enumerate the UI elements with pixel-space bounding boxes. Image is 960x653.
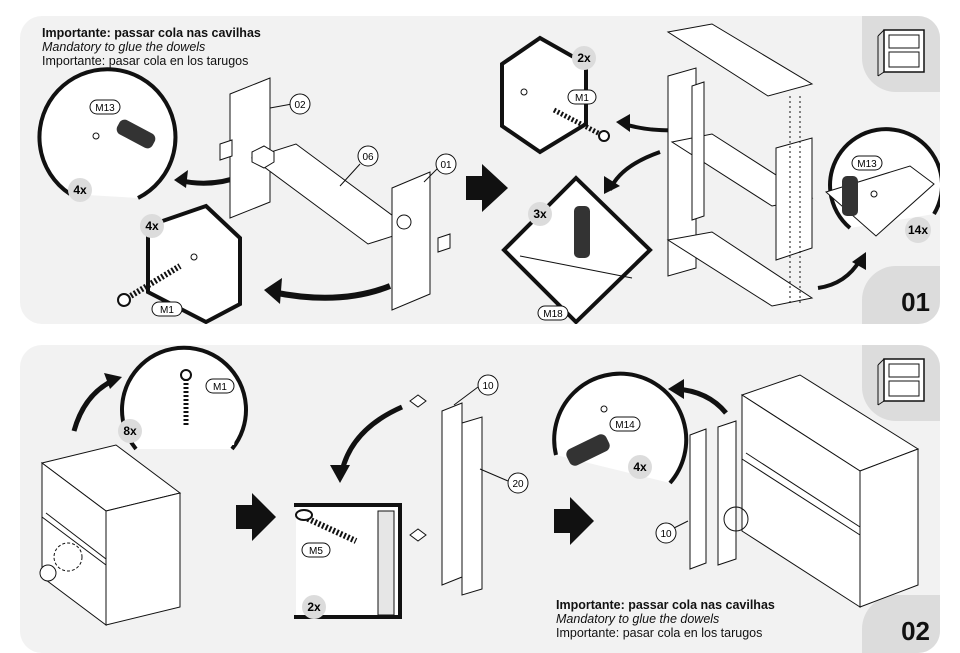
- dowel-icon-2: [574, 206, 590, 258]
- part-label-01: 01: [440, 160, 452, 171]
- dowel-right-code: M13: [857, 159, 877, 170]
- dowel-callout-center: M18 3x: [501, 175, 653, 324]
- cabinet-right-02: 10: [655, 374, 920, 608]
- step-02-diagram: M1 8x M5 2x 10: [39, 345, 920, 626]
- screw-callout-mid-02: M5 2x: [294, 503, 402, 619]
- part-label-10-b: 10: [660, 529, 672, 540]
- dowel-icon-4: [566, 434, 610, 466]
- part-label-10-a: 10: [482, 381, 494, 392]
- overview-thumbnail-corner-2: [862, 345, 940, 421]
- step-number: 01: [901, 287, 930, 317]
- step-number-2: 02: [901, 616, 930, 646]
- step-01-diagram: M13 4x M1 4x: [37, 23, 940, 324]
- note-en-2: Mandatory to glue the dowels: [556, 612, 720, 626]
- dowel-center-code: M18: [543, 309, 563, 320]
- rails-02: 10 20: [409, 374, 529, 596]
- screw-top-02-qty: 8x: [123, 424, 137, 438]
- part-label-02: 02: [294, 100, 306, 111]
- glue-note: Importante: passar cola nas cavilhas Man…: [42, 26, 261, 68]
- step-number-corner-2: 02: [862, 595, 940, 653]
- screw-callout-top-02: M1 8x: [118, 345, 248, 451]
- screw-callout-left: M1 4x: [117, 203, 242, 324]
- dowel-right-qty: 14x: [908, 223, 928, 237]
- note-en: Mandatory to glue the dowels: [42, 40, 206, 54]
- dowel-center-qty: 3x: [533, 207, 547, 221]
- note-es-2: Importante: pasar cola en los tarugos: [556, 626, 763, 640]
- screw-mid-02-code: M5: [309, 546, 323, 557]
- note-pt-2: Importante: passar cola nas cavilhas: [556, 598, 775, 612]
- step-arrow-icon: [466, 164, 508, 212]
- note-pt: Importante: passar cola nas cavilhas: [42, 26, 261, 40]
- dowel-left-code: M13: [95, 103, 115, 114]
- screw-top-code: M1: [575, 93, 589, 104]
- board-assembly-01: 02 06 01: [219, 77, 457, 311]
- part-label-06: 06: [362, 152, 374, 163]
- dowel-callout-02: M14 4x: [552, 371, 689, 485]
- note-es: Importante: pasar cola en los tarugos: [42, 54, 249, 68]
- step-arrow-icon-2: [236, 493, 276, 541]
- cabinet-thumbnail-icon-2: [877, 358, 925, 406]
- dowel-02-qty: 4x: [633, 460, 647, 474]
- cabinet-thumbnail-icon: [877, 29, 925, 77]
- dowel-callout-left: M13 4x: [37, 67, 178, 202]
- screw-left-code: M1: [160, 305, 174, 316]
- dowel-icon: [116, 119, 156, 149]
- step-02-panel: Importante: passar cola nas cavilhas Man…: [20, 345, 940, 653]
- step-01-panel: Importante: passar cola nas cavilhas Man…: [20, 16, 940, 324]
- dowel-left-qty: 4x: [73, 183, 87, 197]
- screw-top-qty: 2x: [577, 51, 591, 65]
- cabinet-left-02: [39, 444, 182, 626]
- dowel-02-code: M14: [615, 420, 635, 431]
- dowel-callout-right: M13 14x: [825, 127, 940, 243]
- screw-icon: [122, 263, 182, 303]
- step-number-corner: 01: [862, 266, 940, 324]
- screw-mid-02-qty: 2x: [307, 600, 321, 614]
- overview-thumbnail-corner: [862, 16, 940, 92]
- screw-callout-top: M1 2x: [500, 35, 610, 155]
- screw-icon-2: [552, 107, 602, 137]
- step-arrow-icon-3: [554, 497, 594, 545]
- arrow-curved-2: [271, 283, 392, 301]
- screw-icon-5: [302, 514, 358, 544]
- cabinet-exploded-01: [666, 23, 814, 307]
- screw-left-qty: 4x: [145, 219, 159, 233]
- dowel-icon-3: [842, 176, 858, 216]
- glue-note-2: Importante: passar cola nas cavilhas Man…: [556, 598, 775, 640]
- screw-top-02-code: M1: [213, 382, 227, 393]
- part-label-20: 20: [512, 479, 524, 490]
